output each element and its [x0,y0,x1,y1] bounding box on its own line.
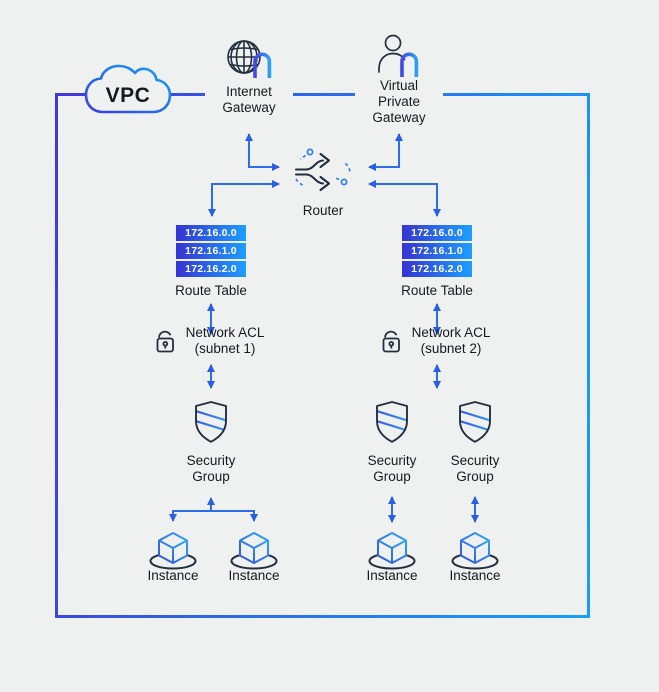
route-table-row: 172.16.2.0 [402,261,472,277]
route-table-row: 172.16.0.0 [402,225,472,241]
network-acl-1-group: Network ACL (subnet 1) [155,325,268,357]
router-label: Router [302,203,344,218]
vpc-boundary [55,93,590,618]
vpc-label: VPC [105,84,151,107]
cloud-icon [84,64,172,114]
route-table-right: 172.16.0.0 172.16.1.0 172.16.2.0 [402,225,472,279]
instance-label: Instance [366,568,418,583]
route-table-row: 172.16.1.0 [176,243,246,259]
security-group-icon [459,401,491,443]
route-table-right-label: Route Table [401,283,473,298]
route-table-row: 172.16.2.0 [176,261,246,277]
internet-gateway-label: Internet Gateway [205,83,293,118]
network-acl-2-label: Network ACL (subnet 2) [411,325,491,356]
instance-label: Instance [228,568,280,583]
instance-icon [230,532,278,570]
security-group-label: Security Group [367,453,417,485]
instance-icon [451,532,499,570]
network-acl-2-group: Network ACL (subnet 2) [381,325,494,357]
route-table-row: 172.16.0.0 [176,225,246,241]
security-group-label: Security Group [450,453,500,485]
security-group-icon [376,401,408,443]
virtual-private-gateway-icon [378,34,419,78]
internet-gateway-icon [227,40,272,78]
lock-icon [382,330,400,353]
security-group-icon [195,401,227,443]
instance-label: Instance [147,568,199,583]
instance-icon [149,532,197,570]
route-table-left-label: Route Table [175,283,247,298]
instance-icon [368,532,416,570]
vpc-cloud: VPC [84,64,172,120]
virtual-private-gateway-label: Virtual Private Gateway [355,77,443,128]
security-group-label: Security Group [186,453,236,485]
router-icon [294,148,351,192]
network-acl-1-label: Network ACL (subnet 1) [185,325,265,356]
route-table-row: 172.16.1.0 [402,243,472,259]
instance-label: Instance [449,568,501,583]
lock-icon [156,330,174,353]
route-table-left: 172.16.0.0 172.16.1.0 172.16.2.0 [176,225,246,279]
